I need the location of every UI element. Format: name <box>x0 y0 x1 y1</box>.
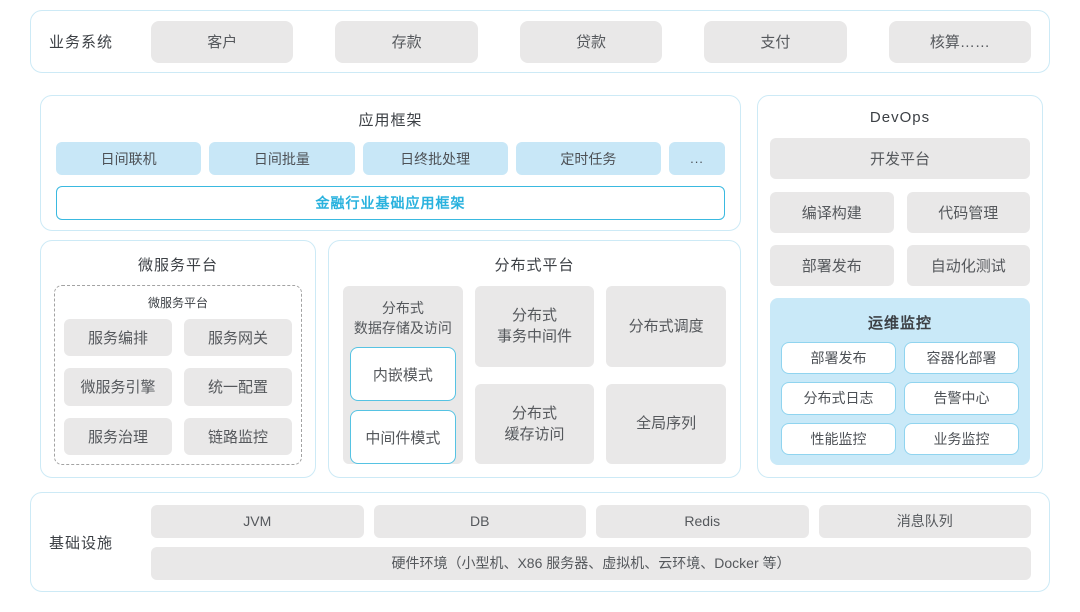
hardware-environment-box: 硬件环境（小型机、X86 服务器、虚拟机、云环境、Docker 等） <box>151 546 1031 580</box>
distributed-scheduling: 分布式调度 <box>606 286 727 367</box>
app-framework-item-more: ... <box>669 142 725 175</box>
devops-tool-code-management: 代码管理 <box>906 192 1030 233</box>
middle-right-column: DevOps 开发平台 编译构建 代码管理 部署发布 自动化测试 运维监控 部署… <box>757 95 1043 478</box>
app-framework-item-daytime-online: 日间联机 <box>56 142 202 175</box>
microservice-item-tracing: 链路监控 <box>184 417 292 455</box>
distributed-platform-panel: 分布式平台 分布式 数据存储及访问 内嵌模式 中间件模式 分布式 事务中间件 分… <box>328 240 741 478</box>
distributed-platform-body: 分布式 数据存储及访问 内嵌模式 中间件模式 分布式 事务中间件 分布式 缓存访… <box>343 286 727 465</box>
business-systems-items: 客户 存款 贷款 支付 核算…… <box>151 20 1032 63</box>
monitoring-performance: 性能监控 <box>781 422 896 455</box>
infra-item-redis: Redis <box>596 504 809 538</box>
business-system-item-deposit: 存款 <box>335 20 478 63</box>
app-framework-panel: 应用框架 日间联机 日间批量 日终批处理 定时任务 ... 金融行业基础应用框架 <box>40 95 741 231</box>
microservice-item-governance: 服务治理 <box>64 417 172 455</box>
microservice-item-engine: 微服务引擎 <box>64 368 172 406</box>
devops-tool-deploy-release: 部署发布 <box>770 245 894 286</box>
app-framework-title: 应用框架 <box>358 112 423 129</box>
storage-mode-embedded: 内嵌模式 <box>350 347 456 402</box>
distributed-platform-title: 分布式平台 <box>494 257 575 274</box>
microservice-grid: 服务编排 服务网关 微服务引擎 统一配置 服务治理 链路监控 <box>64 319 292 455</box>
app-framework-items: 日间联机 日间批量 日终批处理 定时任务 ... <box>56 142 725 175</box>
microservice-platform-inner-title: 微服务平台 <box>147 296 208 310</box>
storage-mode-middleware: 中间件模式 <box>350 410 456 465</box>
monitoring-deploy-release: 部署发布 <box>781 342 896 375</box>
infrastructure-items-row: JVM DB Redis 消息队列 <box>151 504 1031 538</box>
distributed-middle-column: 分布式 事务中间件 分布式 缓存访问 <box>474 286 595 465</box>
infrastructure-content: JVM DB Redis 消息队列 硬件环境（小型机、X86 服务器、虚拟机、云… <box>151 504 1031 580</box>
business-system-item-customer: 客户 <box>151 20 294 63</box>
platforms-row: 微服务平台 微服务平台 服务编排 服务网关 微服务引擎 统一配置 服务治理 链路… <box>40 240 741 478</box>
dev-platform-box: 开发平台 <box>770 138 1030 179</box>
distributed-storage-label: 分布式 数据存储及访问 <box>353 300 452 336</box>
microservice-item-gateway: 服务网关 <box>184 319 292 357</box>
business-system-item-payment: 支付 <box>704 20 847 63</box>
distributed-transaction-middleware: 分布式 事务中间件 <box>474 286 595 367</box>
monitoring-business: 业务监控 <box>904 422 1019 455</box>
ops-monitoring-panel: 运维监控 部署发布 容器化部署 分布式日志 告警中心 性能监控 业务监控 <box>770 298 1030 465</box>
devops-tool-build: 编译构建 <box>770 192 894 233</box>
microservice-platform-panel: 微服务平台 微服务平台 服务编排 服务网关 微服务引擎 统一配置 服务治理 链路… <box>40 240 316 478</box>
financial-base-framework-box: 金融行业基础应用框架 <box>56 186 725 220</box>
infra-item-jvm: JVM <box>151 504 364 538</box>
devops-panel: DevOps 开发平台 编译构建 代码管理 部署发布 自动化测试 运维监控 部署… <box>757 95 1043 478</box>
app-framework-item-daytime-batch: 日间批量 <box>209 142 355 175</box>
distributed-storage-box: 分布式 数据存储及访问 内嵌模式 中间件模式 <box>343 286 463 465</box>
monitoring-distributed-logs: 分布式日志 <box>781 382 896 415</box>
business-systems-label: 业务系统 <box>49 34 114 51</box>
distributed-right-column: 分布式调度 全局序列 <box>606 286 727 465</box>
business-system-item-accounting: 核算…… <box>888 20 1032 63</box>
infra-item-message-queue: 消息队列 <box>818 504 1031 538</box>
microservice-item-orchestration: 服务编排 <box>64 319 172 357</box>
infra-item-db: DB <box>373 504 586 538</box>
business-systems-bar: 业务系统 客户 存款 贷款 支付 核算…… <box>30 10 1050 73</box>
microservice-item-config: 统一配置 <box>184 368 292 406</box>
infrastructure-bar: 基础设施 JVM DB Redis 消息队列 硬件环境（小型机、X86 服务器、… <box>30 492 1050 592</box>
monitoring-container-deploy: 容器化部署 <box>904 342 1019 375</box>
app-framework-item-eod-batch: 日终批处理 <box>362 142 508 175</box>
devops-tools-grid: 编译构建 代码管理 部署发布 自动化测试 <box>770 192 1030 286</box>
distributed-cache-access: 分布式 缓存访问 <box>474 383 595 465</box>
devops-title: DevOps <box>869 109 931 126</box>
global-sequence: 全局序列 <box>606 383 727 465</box>
app-framework-item-scheduled-task: 定时任务 <box>515 142 661 175</box>
microservice-platform-title: 微服务平台 <box>137 257 218 274</box>
devops-tool-automated-testing: 自动化测试 <box>906 245 1030 286</box>
microservice-platform-inner-box: 微服务平台 服务编排 服务网关 微服务引擎 统一配置 服务治理 链路监控 <box>54 285 302 465</box>
middle-left-column: 应用框架 日间联机 日间批量 日终批处理 定时任务 ... 金融行业基础应用框架… <box>40 95 741 478</box>
monitoring-alert-center: 告警中心 <box>904 382 1019 415</box>
middle-section: 应用框架 日间联机 日间批量 日终批处理 定时任务 ... 金融行业基础应用框架… <box>40 95 1043 478</box>
infrastructure-label: 基础设施 <box>49 534 114 552</box>
ops-monitoring-grid: 部署发布 容器化部署 分布式日志 告警中心 性能监控 业务监控 <box>781 342 1019 455</box>
distributed-storage-column: 分布式 数据存储及访问 内嵌模式 中间件模式 <box>343 286 463 465</box>
ops-monitoring-title: 运维监控 <box>867 315 932 332</box>
business-system-item-loan: 贷款 <box>519 20 663 63</box>
